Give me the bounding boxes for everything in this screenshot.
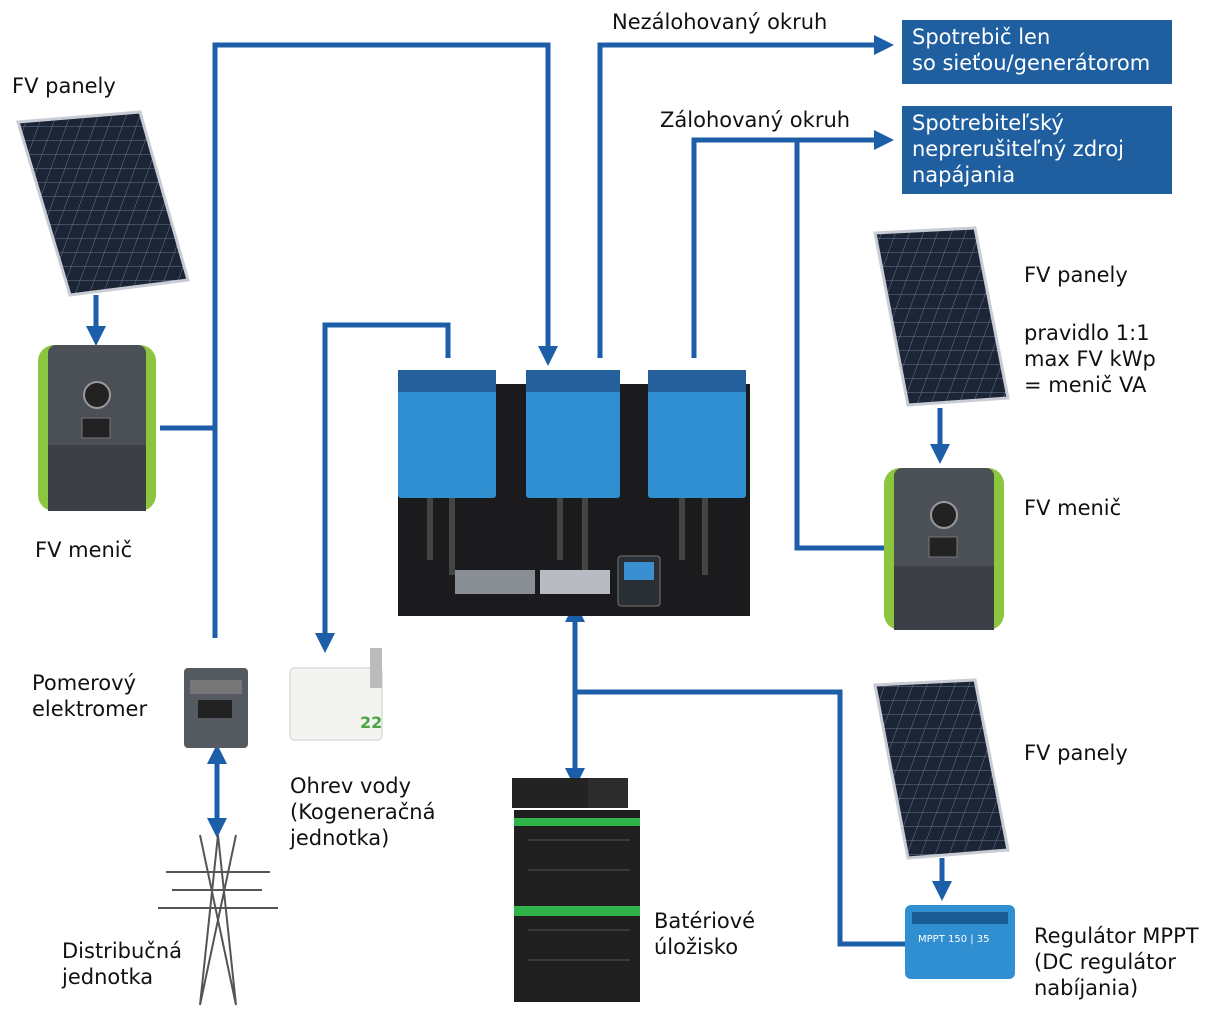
pv-panel-right (873, 226, 1010, 407)
mppt-device: MPPT 150 | 35 (905, 905, 1015, 979)
line-meter-to-multiplus (212, 42, 558, 638)
label-pv-panels-bottom: FV panely (1024, 741, 1128, 765)
pv-inverter-right (884, 468, 1004, 630)
line-mppt-to-bus (575, 689, 905, 947)
pv-inverter-left (38, 345, 156, 511)
connection-lines (86, 35, 952, 947)
battery-storage (512, 778, 640, 1002)
meter-device (184, 668, 248, 748)
inverter-dial-icon (83, 381, 111, 409)
line-water-heater (315, 322, 451, 653)
label-backed-circuit: Zálohovaný okruh (660, 108, 851, 132)
label-meter: Pomerový elektromer (32, 671, 148, 721)
multiplus-rack (398, 370, 750, 616)
label-distribution: Distribučná jednotka (62, 939, 183, 989)
label-unbacked-circuit: Nezálohovaný okruh (612, 10, 828, 34)
box-grid-loads: Spotrebič len so sieťou/generátorom (902, 20, 1172, 84)
box-ups-loads: Spotrebiteľský neprerušiteľný zdroj napá… (902, 106, 1172, 194)
label-pv-inverter-right: FV menič (1024, 496, 1122, 520)
mppt-title: MPPT 150 | 35 (918, 934, 990, 945)
label-pv-panels-right: FV panely (1024, 263, 1128, 287)
label-battery: Batériové úložisko (654, 909, 756, 959)
water-heater-device: 22 (289, 648, 383, 741)
label-water-heating: Ohrev vody (Kogeneračná jednotka) (290, 774, 436, 850)
water-heater-number: 22 (360, 713, 382, 732)
pv-panel-bottom (873, 678, 1010, 860)
label-pv-panels-left: FV panely (12, 74, 116, 98)
line-unbacked-circuit (597, 35, 894, 358)
label-rule: pravidlo 1:1 max FV kWp = menič VA (1024, 321, 1156, 397)
line-backed-circuit (691, 130, 894, 358)
inverter-dial-icon (930, 501, 958, 529)
label-pv-inverter-left: FV menič (35, 538, 133, 562)
line-inverter-right-feed (794, 140, 884, 551)
power-pylon (158, 834, 278, 1006)
label-mppt: Regulátor MPPT (DC regulátor nabíjania) (1034, 924, 1199, 1000)
pv-panel-left (16, 110, 190, 297)
